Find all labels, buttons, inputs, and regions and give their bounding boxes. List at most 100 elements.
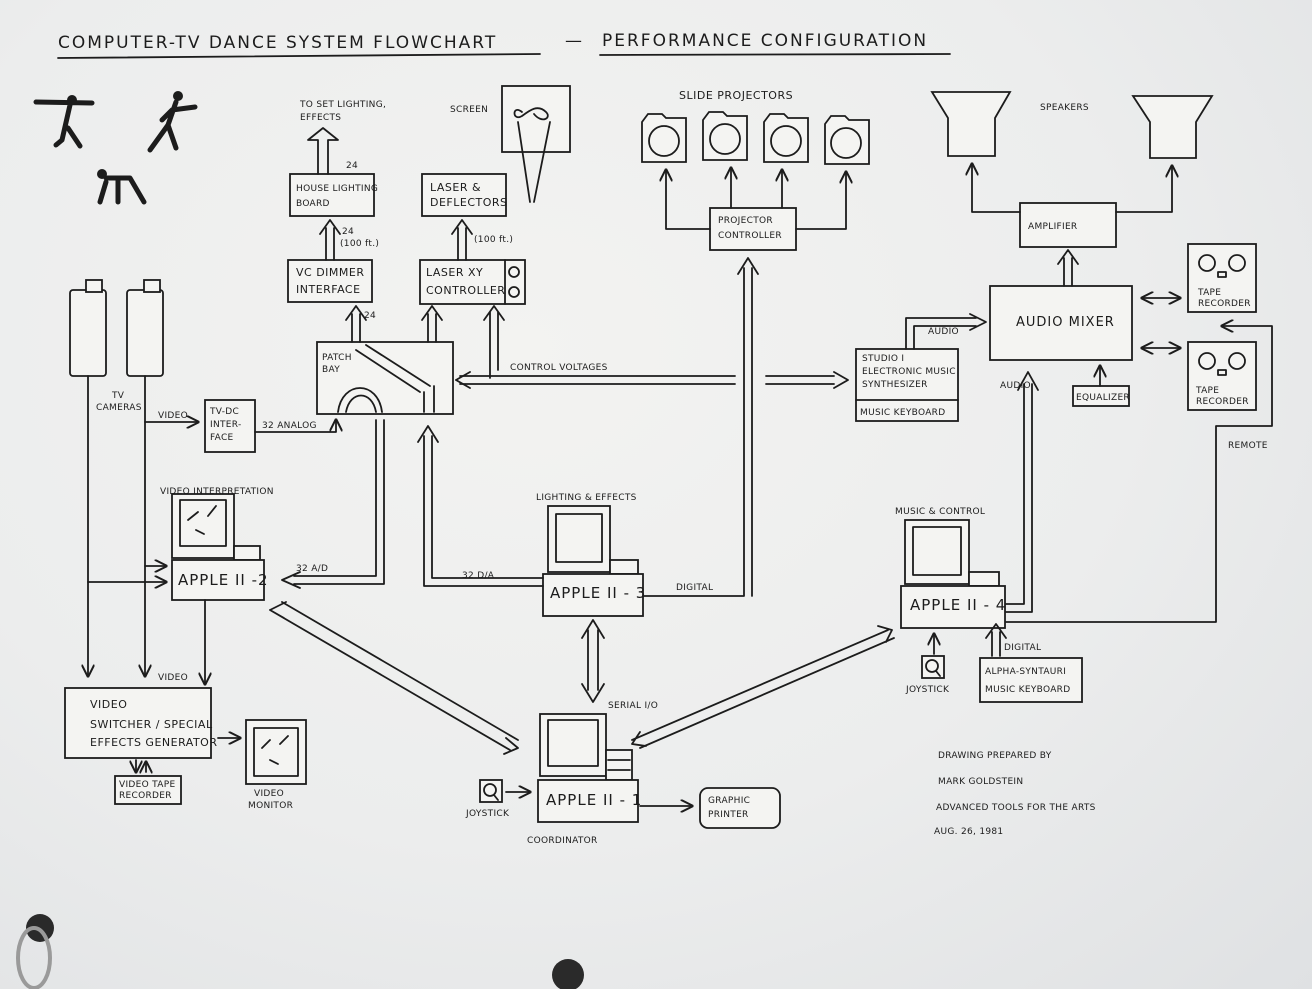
equalizer: EQUALIZER	[1072, 385, 1130, 407]
label-100ft-a: (100 ft.)	[340, 239, 379, 249]
screen-box	[501, 85, 571, 153]
svg-text:LASER XY: LASER XY	[426, 266, 483, 279]
svg-text:RECORDER: RECORDER	[119, 791, 172, 801]
joystick-left: JOYSTICK	[465, 779, 510, 819]
svg-text:RECORDER: RECORDER	[1198, 299, 1251, 309]
camera-2-lens	[143, 279, 161, 293]
camera-1-icon	[69, 289, 107, 377]
apple-ii-2-label: APPLE II -2	[178, 571, 269, 589]
screen: SCREEN	[450, 85, 571, 203]
tape-recorder-2: TAPE RECORDER	[1187, 341, 1257, 411]
svg-text:ELECTRONIC MUSIC: ELECTRONIC MUSIC	[862, 367, 956, 377]
reel-icon	[1198, 254, 1216, 272]
alpha-syntauri-keyboard: ALPHA-SYNTAURI MUSIC KEYBOARD	[979, 657, 1083, 703]
knob-icon	[508, 286, 520, 298]
tv-cameras: TV CAMERAS	[69, 279, 164, 413]
svg-text:PROJECTOR: PROJECTOR	[718, 216, 773, 226]
credits-line-3: ADVANCED TOOLS FOR THE ARTS	[936, 803, 1096, 813]
svg-text:BOARD: BOARD	[296, 199, 330, 209]
svg-text:LASER &: LASER &	[430, 181, 481, 194]
apple-ii-3-label: APPLE II - 3	[550, 584, 646, 602]
svg-text:FACE: FACE	[210, 433, 234, 443]
subtitle-underline	[599, 53, 951, 56]
svg-text:GRAPHIC: GRAPHIC	[708, 796, 750, 806]
svg-text:SYNTHESIZER: SYNTHESIZER	[862, 380, 928, 390]
vc-dimmer-interface: VC DIMMER INTERFACE	[287, 259, 373, 303]
svg-text:PRINTER: PRINTER	[708, 810, 749, 820]
title: COMPUTER-TV DANCE SYSTEM FLOWCHART	[58, 33, 497, 53]
svg-text:MONITOR: MONITOR	[248, 801, 293, 811]
tape-recorder-1: TAPE RECORDER	[1187, 243, 1257, 313]
lighting-target-line2: EFFECTS	[300, 113, 341, 123]
svg-text:INTER-: INTER-	[210, 420, 242, 430]
lighting-target: TO SET LIGHTING, EFFECTS	[299, 100, 386, 123]
synthesizer: STUDIO I ELECTRONIC MUSIC SYNTHESIZER MU…	[855, 348, 959, 422]
svg-text:TAPE: TAPE	[1197, 288, 1221, 298]
amplifier: AMPLIFIER	[1019, 202, 1117, 248]
label-audio-b: AUDIO	[1000, 381, 1031, 391]
svg-text:VC DIMMER: VC DIMMER	[296, 266, 365, 279]
projector-4-icon	[824, 115, 870, 165]
joystick-icon	[483, 783, 497, 797]
projector-1-icon	[641, 113, 687, 163]
joystick-right: JOYSTICK	[905, 655, 950, 695]
credits: DRAWING PREPARED BY MARK GOLDSTEIN ADVAN…	[934, 751, 1096, 837]
dancer-2-icon	[147, 91, 198, 153]
label-remote: REMOTE	[1228, 441, 1268, 451]
label-control-voltages: CONTROL VOLTAGES	[510, 363, 608, 373]
svg-text:MUSIC KEYBOARD: MUSIC KEYBOARD	[985, 685, 1070, 695]
projector-3-icon	[763, 113, 809, 163]
reel-icon	[1228, 254, 1246, 272]
svg-text:AUDIO MIXER: AUDIO MIXER	[1016, 315, 1115, 330]
credits-line-4: AUG. 26, 1981	[934, 827, 1003, 837]
apple-ii-1: APPLE II - 1	[537, 713, 641, 823]
svg-text:ALPHA-SYNTAURI: ALPHA-SYNTAURI	[985, 667, 1066, 677]
infinity-icon	[513, 107, 549, 121]
knob-icon	[508, 266, 520, 278]
title-dash: —	[565, 31, 584, 51]
svg-text:AMPLIFIER: AMPLIFIER	[1028, 222, 1078, 232]
projector-controller: PROJECTOR CONTROLLER	[709, 207, 797, 251]
speakers-label: SPEAKERS	[1040, 103, 1089, 113]
video-switcher: VIDEO SWITCHER / SPECIAL EFFECTS GENERAT…	[64, 687, 217, 759]
label-24-mid: 24	[342, 227, 354, 237]
video-interpretation-label: VIDEO INTERPRETATION	[160, 487, 274, 497]
monitor-icon	[547, 505, 611, 573]
label-24-top: 24	[346, 161, 358, 171]
joystick-icon	[925, 659, 939, 673]
svg-text:JOYSTICK: JOYSTICK	[905, 685, 950, 695]
house-lighting-board: HOUSE LIGHTING BOARD	[289, 173, 378, 217]
credits-line-2: MARK GOLDSTEIN	[938, 777, 1023, 787]
title-underline	[57, 53, 541, 59]
svg-text:EFFECTS GENERATOR: EFFECTS GENERATOR	[90, 736, 217, 749]
apple-ii-4-label: APPLE II - 4	[910, 596, 1006, 614]
label-24-low: 24	[364, 311, 376, 321]
svg-text:VIDEO: VIDEO	[90, 698, 127, 711]
video-monitor: VIDEO MONITOR	[245, 719, 307, 811]
lighting-effects-label: LIGHTING & EFFECTS	[536, 493, 637, 503]
label-analog: 32 ANALOG	[262, 421, 317, 431]
label-100ft-b: (100 ft.)	[474, 235, 513, 245]
reel-icon	[1198, 352, 1216, 370]
graphic-printer: GRAPHIC PRINTER	[699, 787, 781, 829]
slide-projectors	[641, 111, 870, 165]
svg-text:BAY: BAY	[322, 365, 340, 375]
svg-text:STUDIO I: STUDIO I	[862, 354, 904, 364]
label-video-a: VIDEO	[158, 411, 188, 421]
camera-2-icon	[126, 289, 164, 377]
subtitle: PERFORMANCE CONFIGURATION	[602, 31, 928, 51]
title-block: COMPUTER-TV DANCE SYSTEM FLOWCHART — PER…	[57, 31, 951, 59]
svg-text:RECORDER: RECORDER	[1196, 397, 1249, 407]
music-keyboard-label: MUSIC KEYBOARD	[860, 408, 945, 418]
svg-text:INTERFACE: INTERFACE	[296, 283, 361, 296]
reel-icon	[1228, 352, 1246, 370]
audio-mixer: AUDIO MIXER	[989, 285, 1133, 361]
screen-label: SCREEN	[450, 105, 488, 115]
svg-text:PATCH: PATCH	[322, 353, 352, 363]
label-audio-a: AUDIO	[928, 327, 959, 337]
patch-bay: PATCH BAY	[316, 341, 454, 415]
svg-text:VIDEO: VIDEO	[254, 789, 284, 799]
dancer-3-icon	[97, 169, 147, 205]
coordinator-label: COORDINATOR	[527, 836, 598, 846]
